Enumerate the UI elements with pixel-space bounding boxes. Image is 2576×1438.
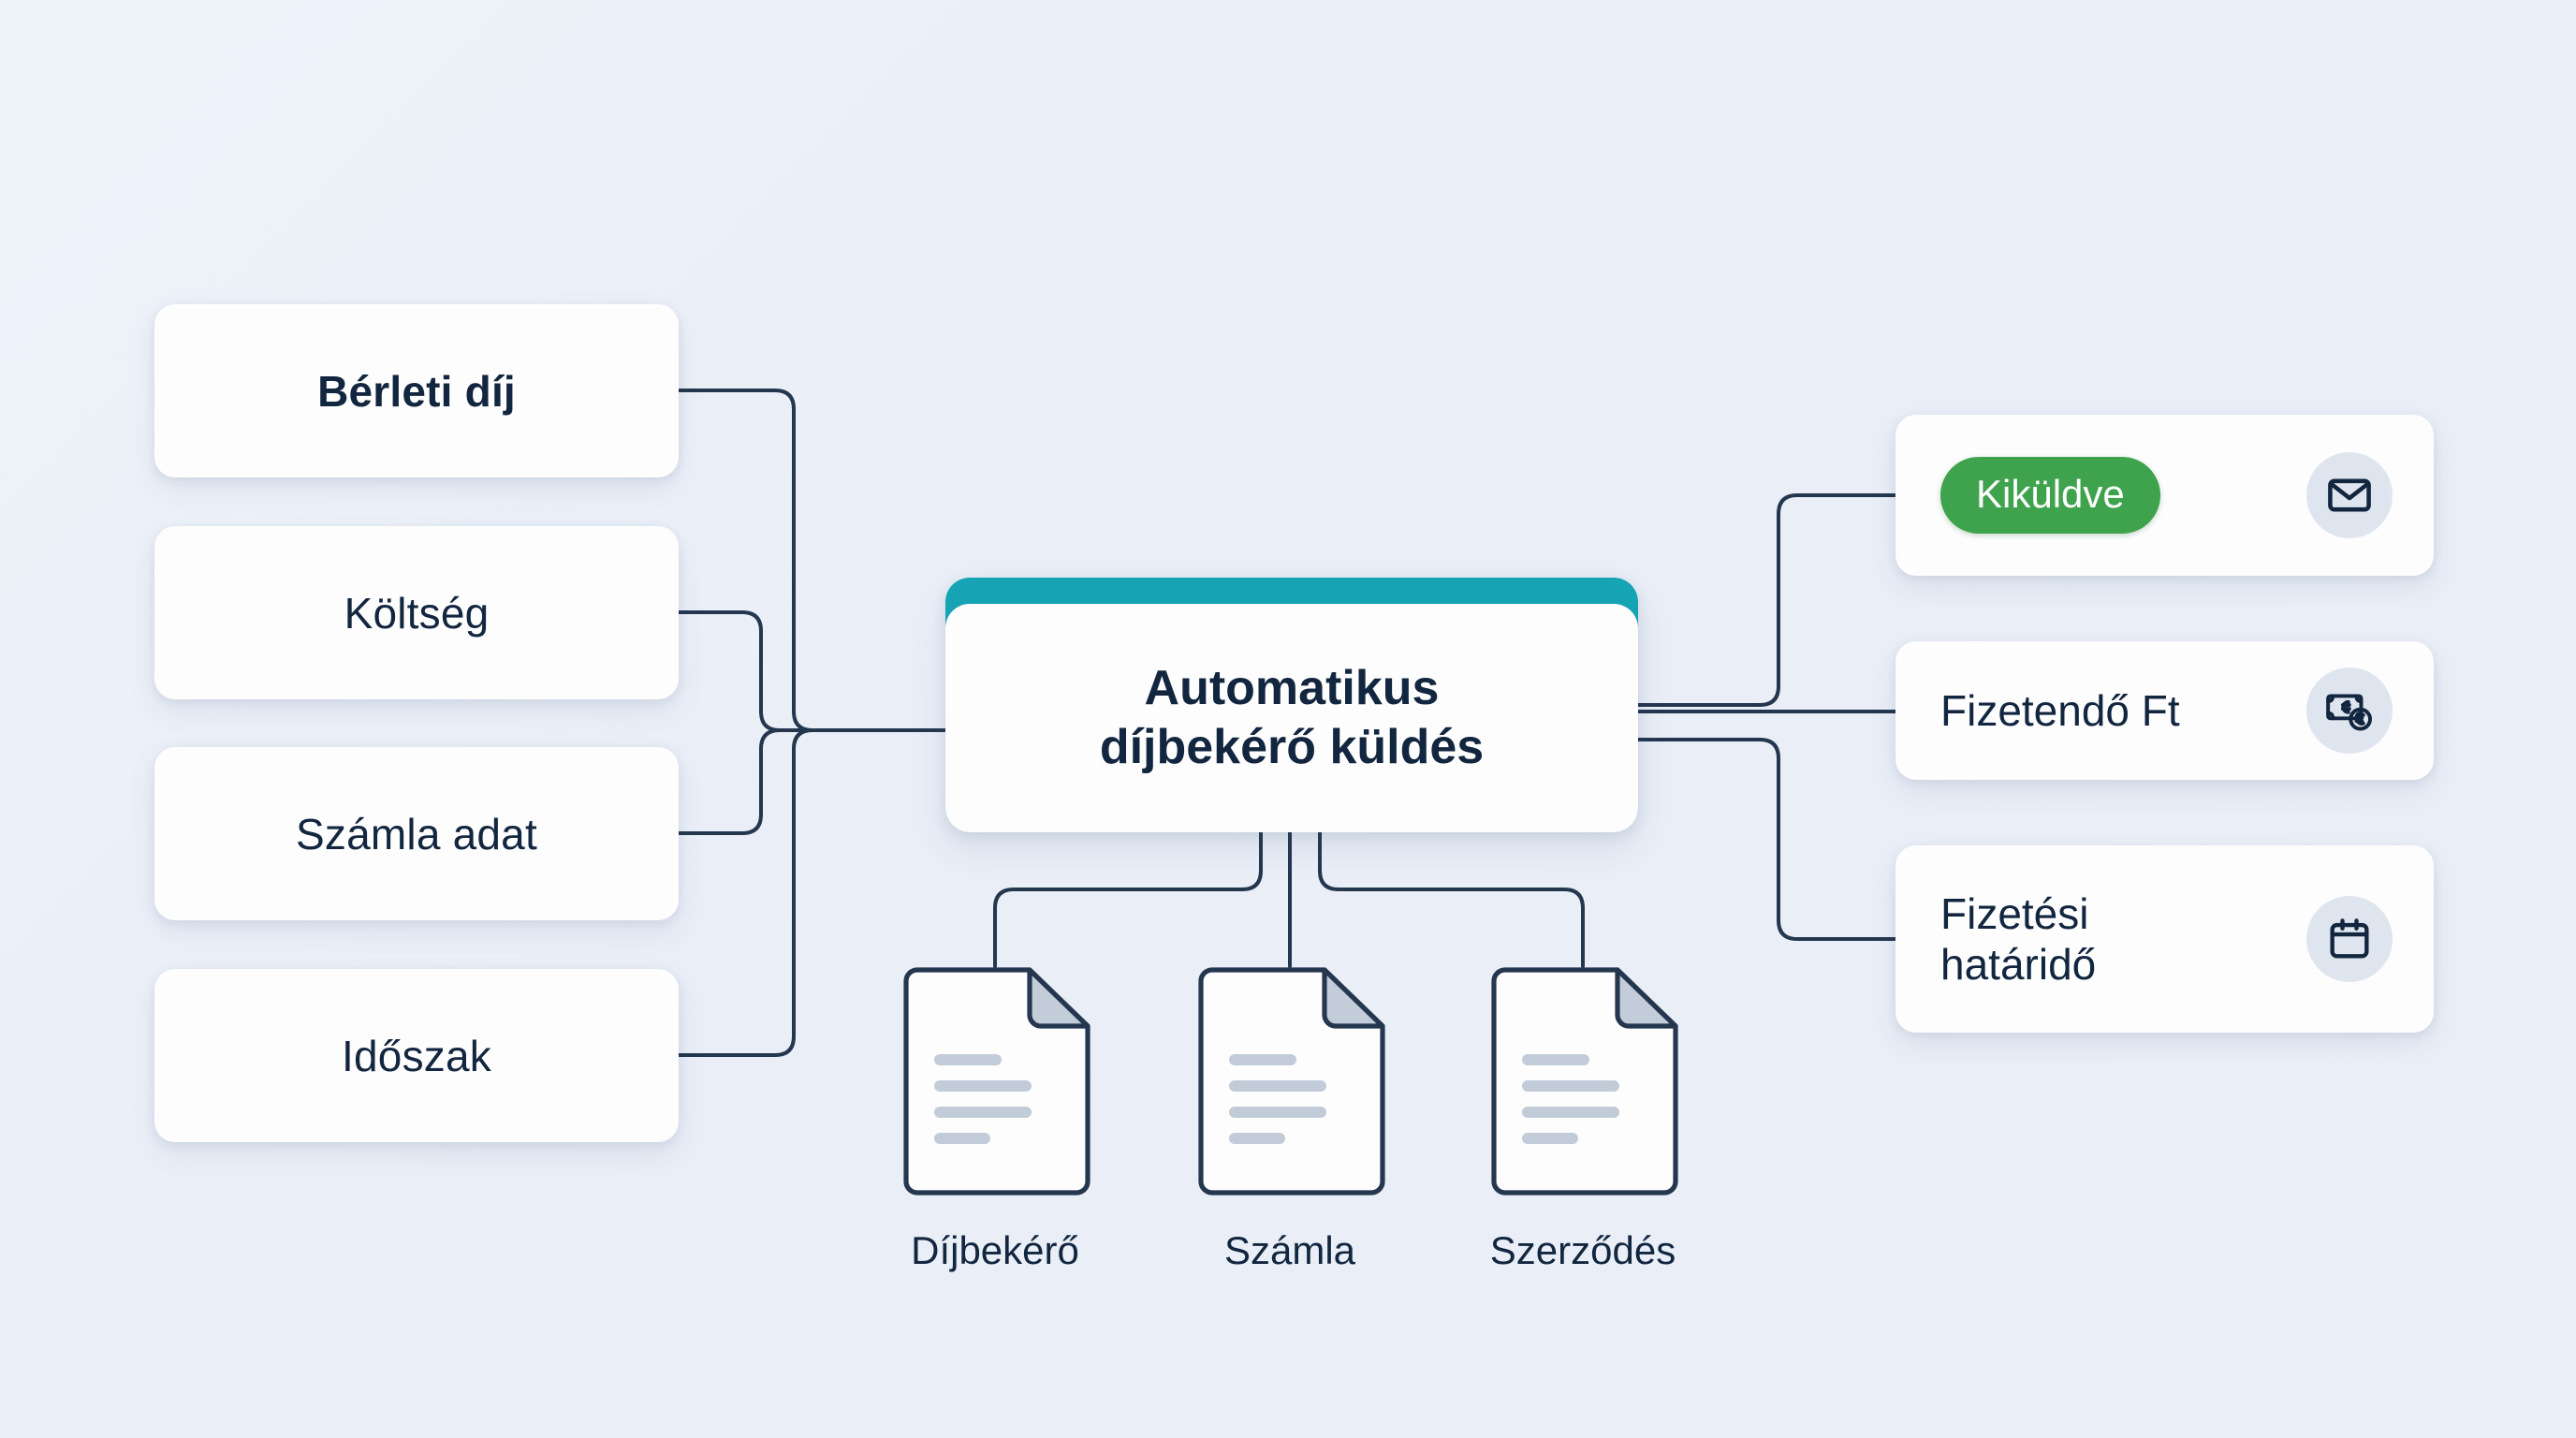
document-label: Szerződés: [1489, 1228, 1676, 1272]
output-card-fizetesi-hatarido[interactable]: Fizetési határidő: [1895, 845, 2434, 1033]
wire-input-1: [677, 610, 947, 732]
output-card-kikuldve[interactable]: Kiküldve: [1895, 415, 2434, 576]
wire-input-0: [677, 389, 947, 732]
input-card-label: Költség: [344, 588, 490, 638]
wire-input-2: [677, 728, 947, 835]
document-icon[interactable]: [1486, 966, 1679, 1196]
output-card-label-line1: Fizetési: [1940, 888, 2089, 938]
output-card-label: Fizetendő Ft: [1940, 685, 2180, 735]
banknote-coin-icon: [2306, 668, 2393, 754]
central-node-body: Automatikus díjbekérő küldés: [945, 604, 1638, 832]
wire-output-0: [1636, 493, 1897, 707]
input-card-label: Időszak: [342, 1031, 491, 1080]
central-node-title: Automatikus díjbekérő küldés: [1100, 659, 1484, 778]
input-card-idoszak[interactable]: Időszak: [154, 969, 679, 1142]
central-node-title-line1: Automatikus: [1144, 660, 1440, 715]
wire-output-2: [1636, 738, 1897, 941]
central-node[interactable]: Automatikus díjbekérő küldés: [945, 578, 1638, 832]
output-card-fizetendo-ft[interactable]: Fizetendő Ft: [1895, 641, 2434, 780]
wire-document-2: [1318, 830, 1585, 968]
document-label: Számla: [1223, 1228, 1356, 1272]
calendar-icon: [2306, 896, 2393, 982]
status-badge: Kiküldve: [1940, 457, 2160, 534]
document-label: Díjbekérő: [911, 1228, 1079, 1272]
input-card-berleti-dij[interactable]: Bérleti díj: [154, 304, 679, 477]
output-card-label: Fizetési határidő: [1940, 888, 2096, 990]
input-card-label: Bérleti díj: [317, 366, 516, 416]
document-icon[interactable]: [899, 966, 1091, 1196]
input-card-koltseg[interactable]: Költség: [154, 526, 679, 699]
input-card-label: Számla adat: [296, 809, 537, 858]
central-node-title-line2: díjbekérő küldés: [1099, 720, 1485, 774]
input-card-szamla-adat[interactable]: Számla adat: [154, 747, 679, 920]
document-icon[interactable]: [1193, 966, 1386, 1196]
wire-document-0: [993, 830, 1263, 968]
output-card-label-line2: határidő: [1940, 940, 2097, 989]
envelope-icon: [2306, 452, 2393, 538]
